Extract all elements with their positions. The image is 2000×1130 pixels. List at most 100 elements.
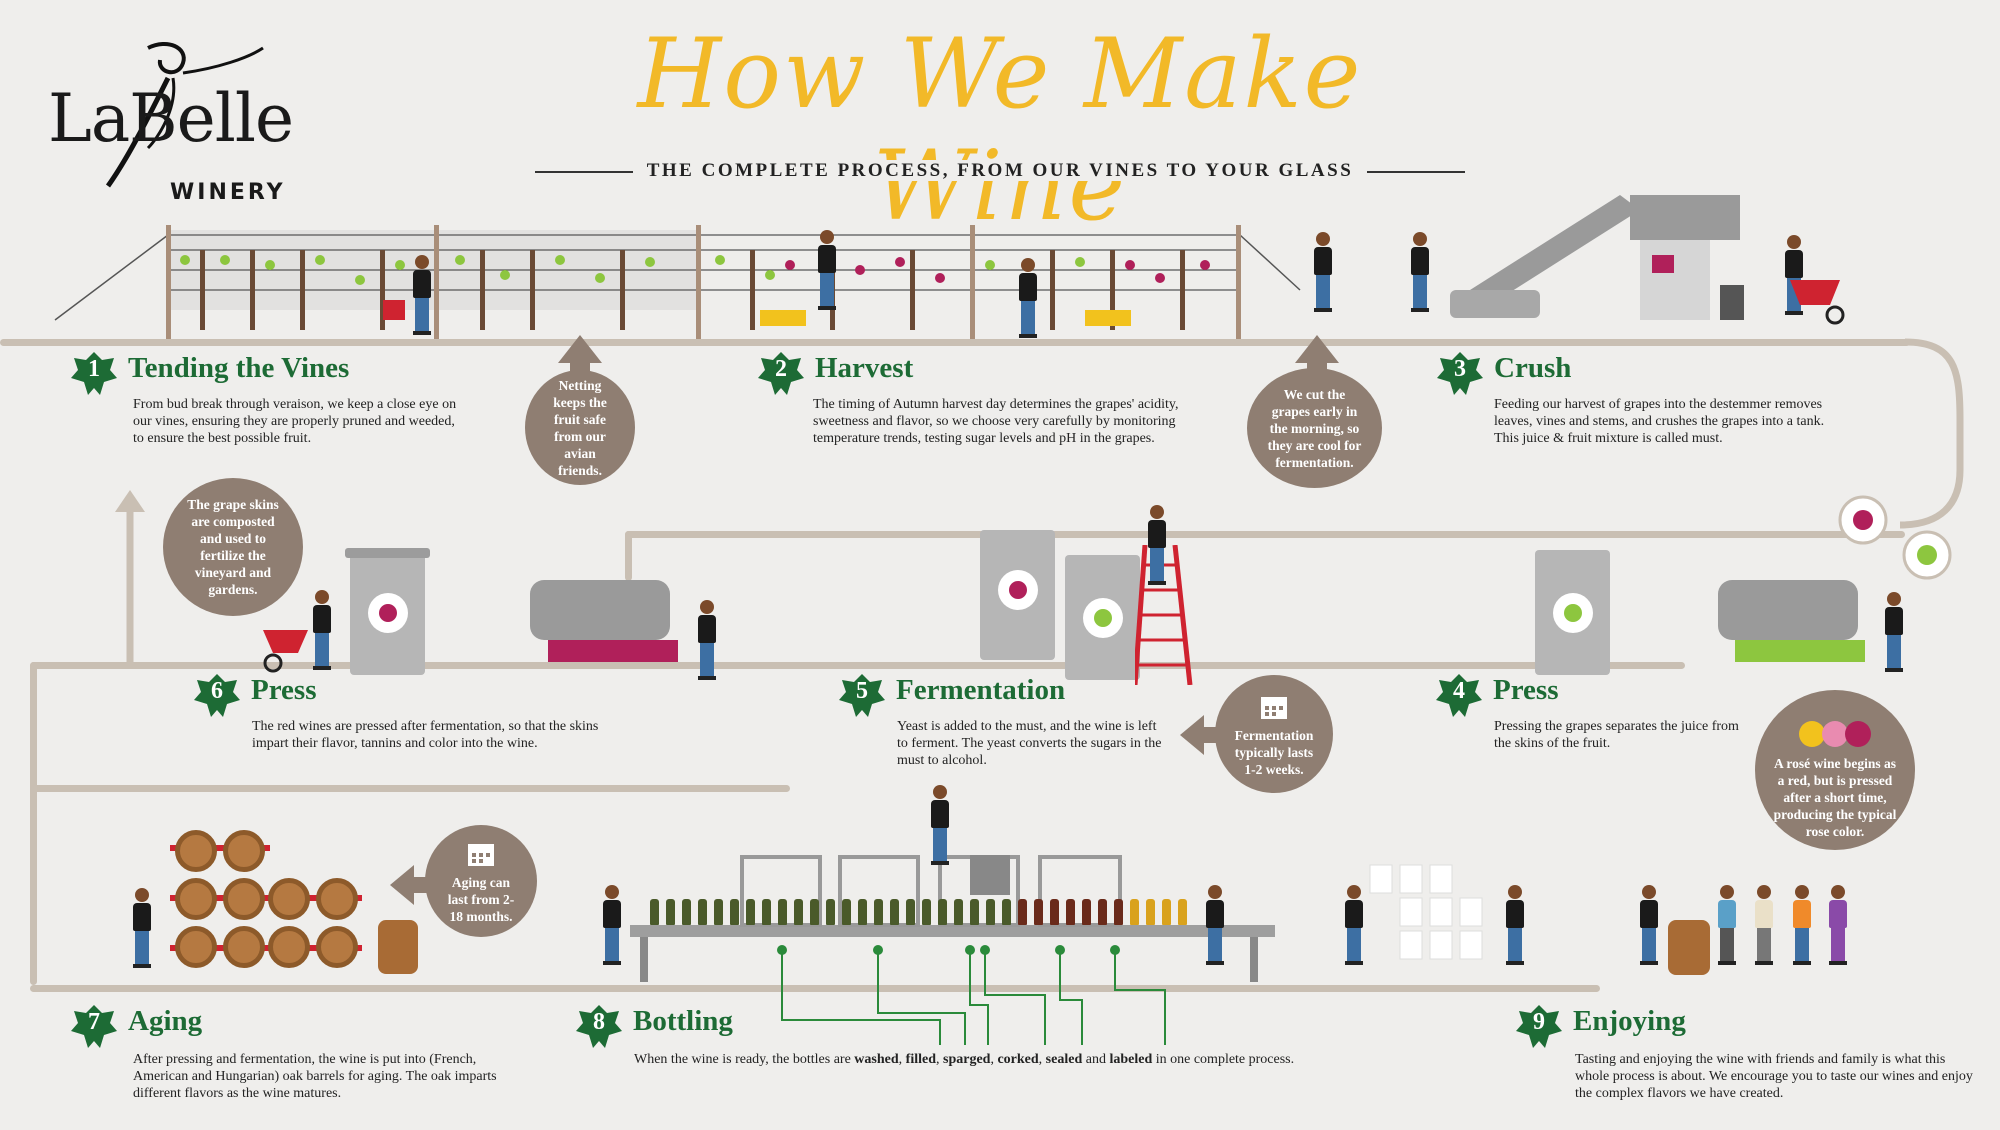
bottling-term-labeled: labeled (1109, 1052, 1153, 1067)
bottling-callout-lines (777, 945, 1166, 1045)
barrel-rack (170, 895, 270, 901)
wine-bottle-icon (666, 899, 675, 925)
step-title: Press (1493, 674, 1559, 706)
wine-bottle-icon (938, 899, 947, 925)
white-grape-cluster-icon (1553, 593, 1593, 633)
page-title: How We Make Wine (637, 18, 1363, 242)
wine-barrel-icon (175, 878, 217, 920)
process-path (30, 785, 790, 792)
barrel-rack (170, 945, 270, 951)
wine-bottle-icon (954, 899, 963, 925)
arrow-left-icon (1180, 715, 1220, 755)
calendar-icon (468, 843, 494, 866)
wine-bottle-icon (1018, 899, 1027, 925)
wine-bottle-icon (842, 899, 851, 925)
worker-figure (1145, 505, 1169, 585)
wheelbarrow-icon (263, 630, 308, 673)
step-title: Bottling (633, 1005, 733, 1037)
step-number: 1 (88, 356, 100, 382)
subtitle-text: THE COMPLETE PROCESS, FROM OUR VINES TO … (632, 160, 1368, 181)
ladder-icon (1135, 545, 1193, 685)
bottling-conveyor (630, 925, 1275, 937)
fermentation-time-bubble: Fermentation typically lasts 1-2 weeks. (1215, 675, 1333, 793)
step-5-description: Yeast is added to the must, and the wine… (897, 719, 1162, 768)
bottling-term-washed: washed (854, 1052, 899, 1067)
wine-bottle-icon (1098, 899, 1107, 925)
step-title: Crush (1494, 352, 1572, 384)
step-title: Fermentation (896, 674, 1066, 706)
arrow-up-icon (1295, 335, 1339, 375)
worker-figure (130, 888, 154, 968)
step-number: 3 (1454, 356, 1466, 382)
wine-bottle-icon (874, 899, 883, 925)
wine-bottle-icon (826, 899, 835, 925)
wine-bottle-icon (794, 899, 803, 925)
wine-bottle-icon (778, 899, 787, 925)
worker-figure (1408, 232, 1432, 312)
bottling-term-sparged: sparged (943, 1052, 991, 1067)
step-title: Enjoying (1573, 1005, 1686, 1037)
red-grape-cluster-icon (1838, 495, 1888, 545)
wine-bottle-icon (762, 899, 771, 925)
logo-subtitle: WINERY (170, 180, 286, 205)
aging-time-text: Aging can last from 2-18 months. (447, 874, 515, 924)
step-number: 5 (856, 678, 868, 704)
worker-figure (695, 600, 719, 680)
wine-barrel-icon (175, 830, 217, 872)
bottling-term-filled: filled (905, 1052, 936, 1067)
wine-barrel-icon (378, 920, 418, 974)
process-path (625, 531, 632, 581)
wine-press-step4 (1718, 580, 1858, 640)
wine-bottle-icon (1082, 899, 1091, 925)
wine-barrel-icon (223, 878, 265, 920)
arrow-left-icon (390, 865, 430, 905)
worker-figure (928, 785, 952, 865)
step-title: Press (251, 674, 317, 706)
grape-leaf-icon (1437, 352, 1483, 395)
wine-bottle-icon (890, 899, 899, 925)
compost-info-text: The grape skins are composted and used t… (187, 497, 279, 597)
bottling-term-sealed: sealed (1045, 1052, 1083, 1067)
page-subtitle: THE COMPLETE PROCESS, FROM OUR VINES TO … (535, 160, 1465, 182)
wine-bottle-icon (1130, 899, 1139, 925)
bottling-desc-pre: When the wine is ready, the bottles are (634, 1052, 855, 1067)
step-number: 6 (211, 678, 223, 704)
wine-barrel-icon (175, 926, 217, 968)
conveyor-leg (640, 937, 648, 982)
compost-info-bubble: The grape skins are composted and used t… (163, 478, 303, 616)
barrel-rack (262, 945, 362, 951)
wheelbarrow-icon (1790, 280, 1845, 325)
wine-bottle-icon (1178, 899, 1187, 925)
wine-bottle-icon (1162, 899, 1171, 925)
tank-lid (345, 548, 430, 558)
netting-info-text: Netting keeps the fruit safe from our av… (553, 377, 607, 478)
step-9-description: Tasting and enjoying the wine with frien… (1575, 1052, 1973, 1101)
calendar-icon (1261, 696, 1287, 719)
wine-bottle-icon (682, 899, 691, 925)
red-grape-cluster-icon (998, 570, 1038, 610)
grape-leaf-icon (194, 674, 240, 717)
worker-figure (1503, 885, 1527, 965)
wine-barrel-icon (1668, 920, 1710, 975)
grape-leaf-icon (71, 352, 117, 395)
worker-figure (600, 885, 624, 965)
netting-info-bubble: Netting keeps the fruit safe from our av… (525, 370, 635, 485)
worker-figure (1016, 258, 1040, 338)
dancer-logo-icon (105, 42, 264, 188)
fermentation-time-text: Fermentation typically lasts 1-2 weeks. (1234, 727, 1314, 777)
worker-figure (1882, 592, 1906, 672)
wine-bottle-icon (858, 899, 867, 925)
step-1-description: From bud break through veraison, we keep… (133, 397, 457, 446)
step-7-description: After pressing and fermentation, the win… (133, 1052, 497, 1101)
wine-bottle-icon (1066, 899, 1075, 925)
wine-bottle-icon (650, 899, 659, 925)
white-grape-cluster-icon (1083, 598, 1123, 638)
person-figure (1637, 885, 1661, 965)
early-cut-info-text: We cut the grapes early in the morning, … (1267, 386, 1362, 470)
step-number: 4 (1453, 678, 1465, 704)
aging-time-bubble: Aging can last from 2-18 months. (425, 825, 537, 937)
worker-figure (1342, 885, 1366, 965)
grape-leaf-icon (839, 674, 885, 717)
wine-barrel-icon (316, 878, 358, 920)
process-path (30, 662, 1685, 669)
